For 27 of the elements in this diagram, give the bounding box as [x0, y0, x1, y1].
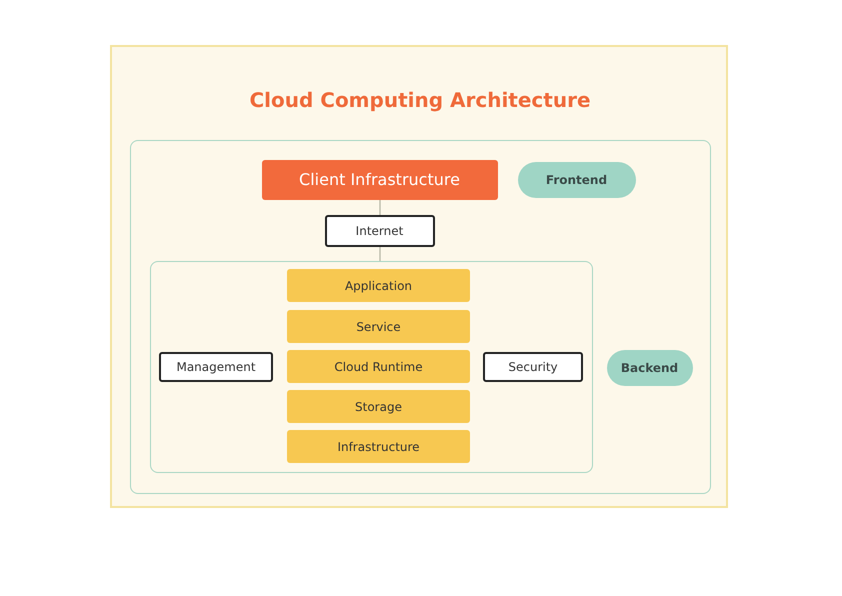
node-label: Storage: [355, 400, 402, 414]
diagram-title: Cloud Computing Architecture: [248, 88, 592, 112]
node-label: Management: [176, 360, 256, 374]
node-label: Cloud Runtime: [334, 360, 423, 374]
layer-bar: [287, 310, 470, 343]
node-label: Internet: [356, 224, 404, 238]
layer-bar: [287, 390, 470, 423]
component-box: [483, 352, 583, 382]
group-frame: [130, 140, 711, 494]
connector-line: [379, 247, 381, 261]
group-frame: [150, 260, 592, 472]
node-label: Frontend: [546, 172, 608, 186]
layer-bar: [287, 430, 470, 463]
tier-pill: [606, 350, 692, 386]
node-label: Backend: [620, 360, 678, 374]
client-box: [262, 160, 498, 200]
component-box: [159, 352, 273, 382]
tier-pill: [518, 162, 636, 198]
node-label: Client Infrastructure: [299, 170, 460, 189]
node-label: Infrastructure: [337, 440, 420, 454]
layer-bar: [287, 350, 470, 383]
node-label: Security: [508, 360, 558, 374]
connector-line: [379, 200, 381, 215]
node-label: Application: [344, 278, 412, 292]
component-box: [324, 214, 434, 246]
layer-bar: [287, 269, 470, 302]
node-label: Service: [356, 320, 401, 334]
